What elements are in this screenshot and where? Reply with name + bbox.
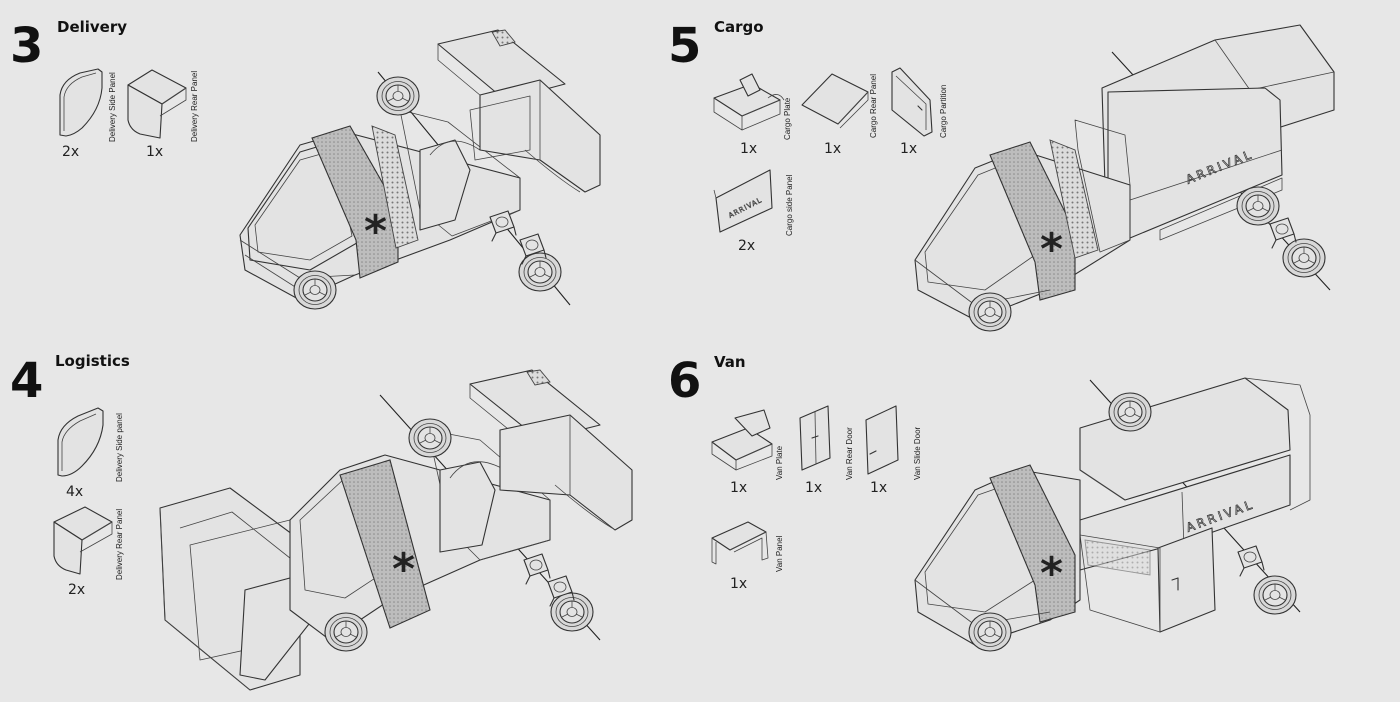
step-title: Cargo	[714, 18, 764, 36]
part-quantity: 1x	[146, 144, 163, 160]
van-slide-door-icon	[865, 405, 899, 475]
logistics-vehicle-exploded: *	[159, 369, 633, 691]
delivery-rear-panel-icon	[53, 506, 113, 575]
step-4-logistics: 4 Logistics Delivery Side panel 4x Deliv…	[10, 352, 633, 691]
van-rear-door-icon	[799, 405, 831, 471]
van-plate-icon	[711, 409, 773, 471]
cargo-rear-panel-icon	[801, 73, 869, 129]
step-number: 6	[668, 353, 701, 409]
part-quantity: 1x	[870, 480, 887, 496]
delivery-rear-panel-icon	[127, 69, 187, 139]
part-label: Delivery Side panel	[115, 413, 124, 482]
part-label: Van Panel	[775, 535, 784, 572]
step-title: Van	[714, 353, 746, 371]
part-label: Van Plate	[775, 445, 784, 480]
part-quantity: 4x	[66, 484, 83, 500]
part-quantity: 2x	[68, 582, 85, 598]
part-quantity: 1x	[730, 576, 747, 592]
van-vehicle-exploded: ARRIVAL *	[914, 377, 1311, 652]
delivery-vehicle-exploded: *	[239, 29, 601, 310]
part-label: Cargo Plate	[783, 97, 792, 140]
part-label: Van Slide Door	[913, 426, 922, 480]
brand-mark: *	[364, 206, 387, 257]
step-number: 3	[10, 18, 43, 74]
cargo-partition-icon	[891, 67, 933, 137]
part-label: Van Rear Door	[845, 427, 854, 480]
part-quantity: 1x	[900, 141, 917, 157]
brand-mark: *	[1040, 548, 1063, 599]
cargo-plate-icon	[713, 73, 785, 131]
cargo-side-panel-icon: ARRIVAL	[713, 169, 773, 233]
part-quantity: 2x	[62, 144, 79, 160]
part-label: Cargo Partition	[939, 85, 948, 138]
step-title: Logistics	[55, 352, 130, 370]
part-label: Delivery Rear Panel	[190, 71, 199, 142]
brand-mark: *	[392, 544, 415, 595]
part-label: Delivery Rear Panel	[115, 509, 124, 580]
cargo-vehicle-exploded: ARRIVAL *	[914, 24, 1335, 332]
part-label: Cargo side Panel	[785, 174, 794, 236]
part-label: Delivery Side Panel	[108, 72, 117, 142]
step-number: 4	[10, 353, 43, 409]
part-quantity: 1x	[740, 141, 757, 157]
brand-mark: *	[1040, 224, 1063, 275]
step-3-delivery: 3 Delivery Delivery Side Panel 2x Delive…	[10, 18, 601, 310]
part-quantity: 1x	[730, 480, 747, 496]
step-number: 5	[668, 18, 701, 74]
part-label: Cargo Rear Panel	[869, 74, 878, 138]
delivery-side-panel-icon	[57, 407, 104, 477]
step-5-cargo: 5 Cargo Cargo Plate 1x Cargo Rear Panel …	[668, 18, 1335, 332]
part-quantity: 2x	[738, 238, 755, 254]
part-quantity: 1x	[824, 141, 841, 157]
step-title: Delivery	[57, 18, 127, 36]
part-quantity: 1x	[805, 480, 822, 496]
van-panel-icon	[711, 521, 769, 565]
delivery-side-panel-icon	[59, 68, 103, 137]
step-6-van: 6 Van Van Plate 1x Van Rear Door 1x Van …	[668, 353, 1311, 652]
